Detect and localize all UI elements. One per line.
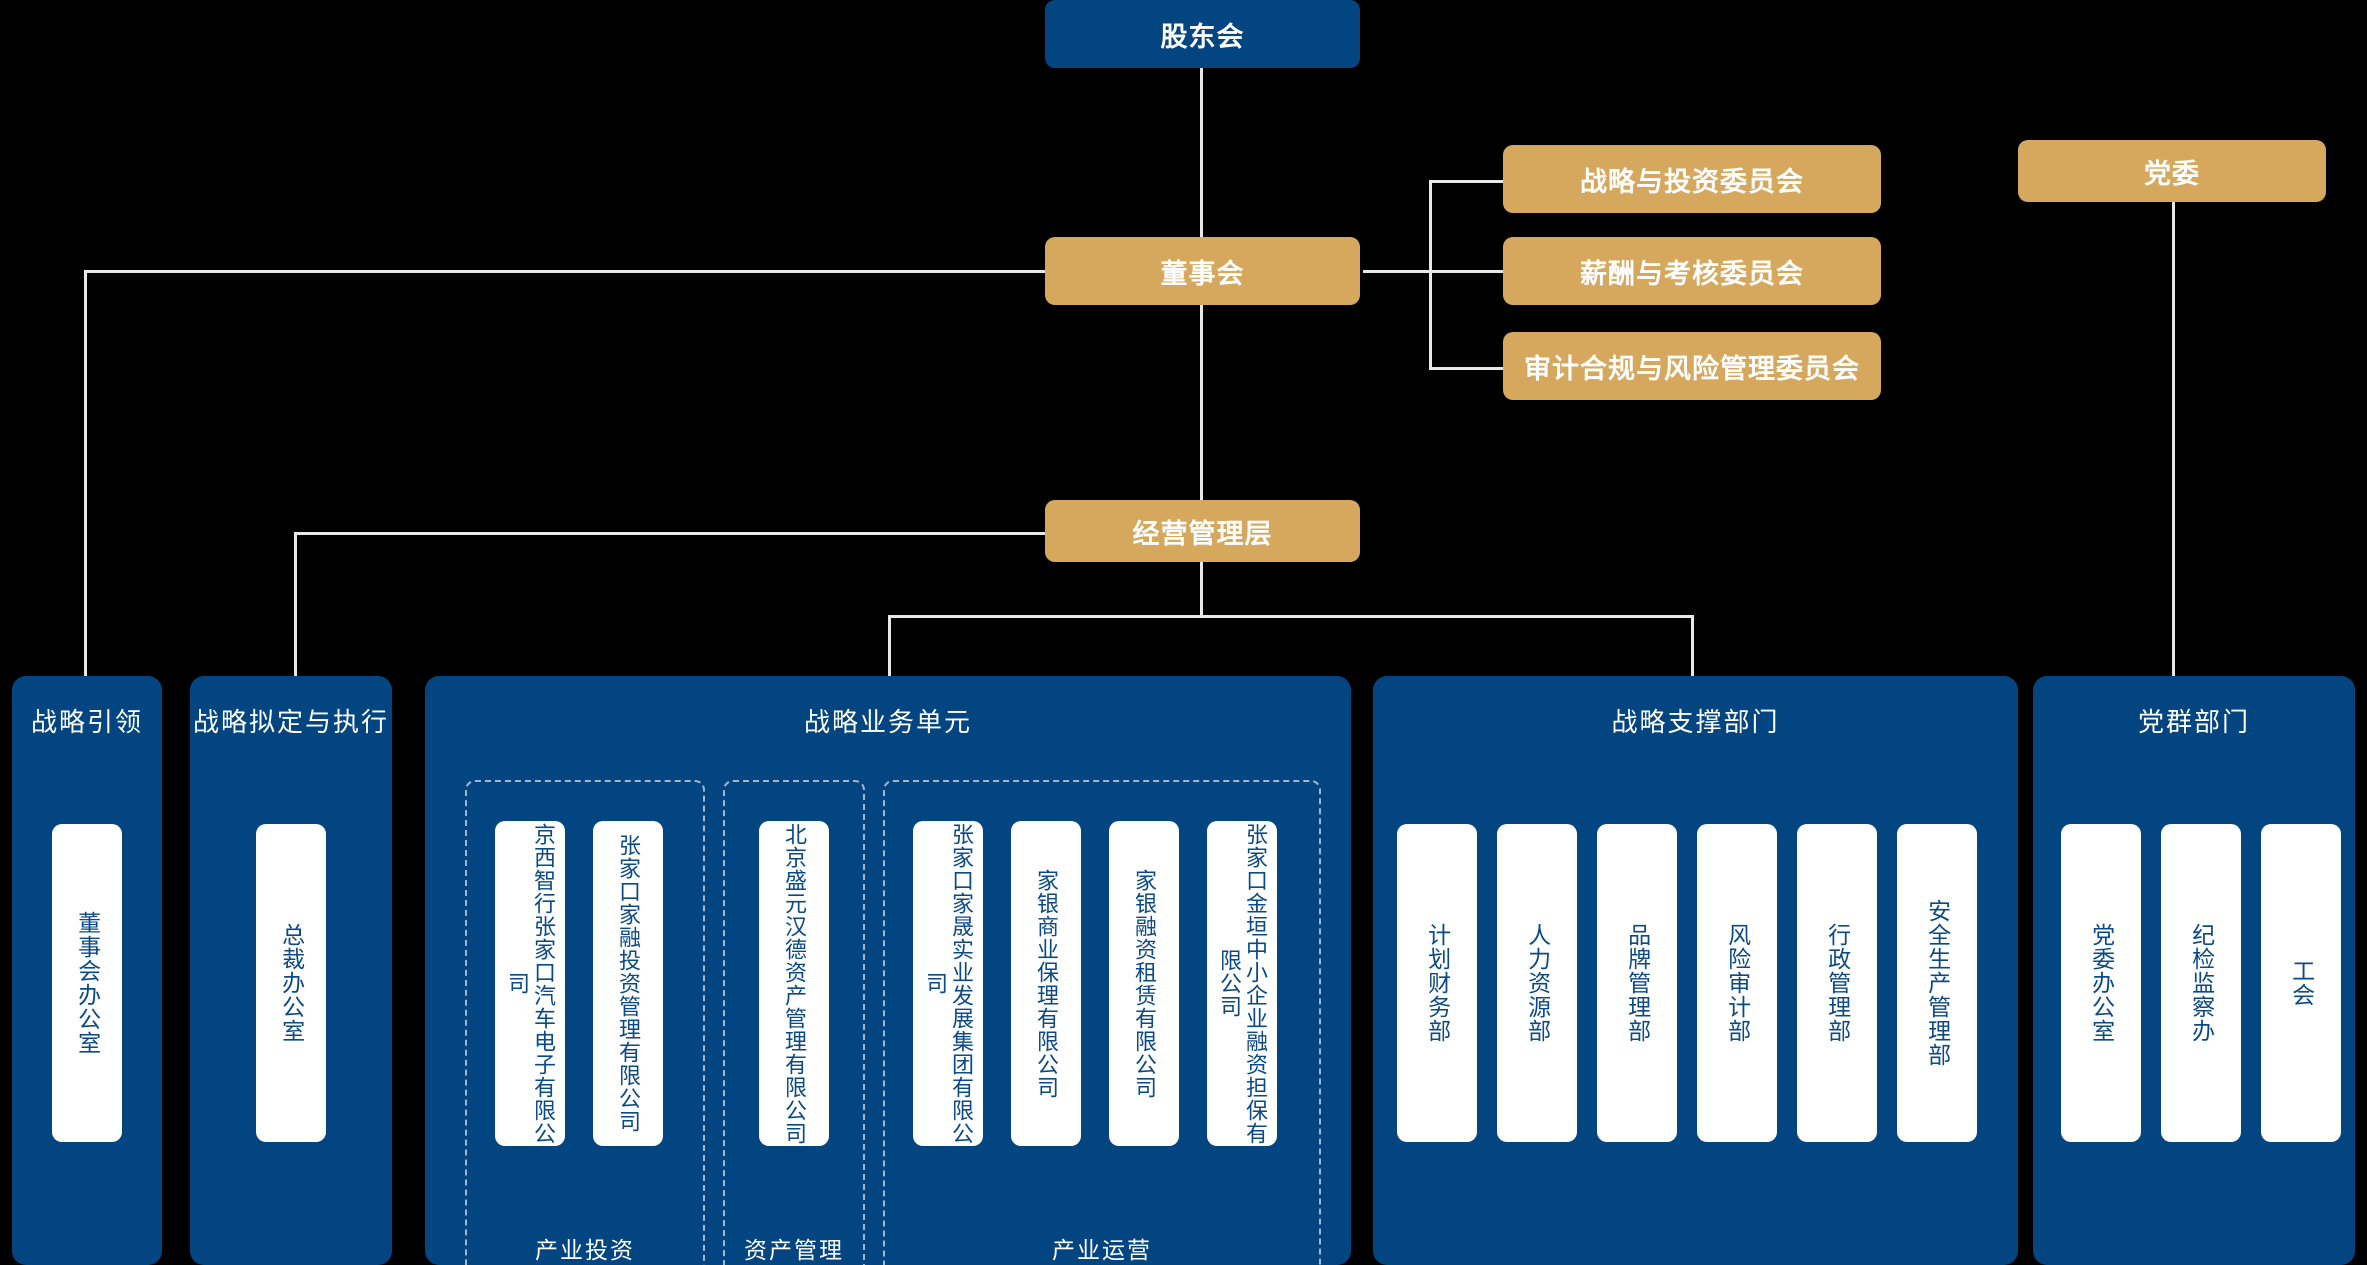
card-president-office[interactable]: 总裁办公室: [256, 824, 326, 1142]
card-admin-dept-label: 行政管理部: [1824, 923, 1851, 1043]
card-finance-dept-label: 计划财务部: [1424, 923, 1451, 1043]
connector-management-down: [1200, 560, 1203, 618]
connector-bus-left-drop: [888, 615, 891, 676]
card-jiayin-factoring[interactable]: 家银商业保理有限公司: [1011, 821, 1081, 1146]
node-board-label: 董事会: [1160, 258, 1245, 289]
panel-strategy-leadership[interactable]: 战略引领 董事会办公室: [12, 676, 162, 1265]
connector-committee-trunk: [1429, 180, 1432, 370]
node-shareholders-label: 股东会: [1160, 21, 1245, 52]
card-labor-union[interactable]: 工会: [2261, 824, 2341, 1142]
card-hr-dept[interactable]: 人力资源部: [1497, 824, 1577, 1142]
card-risk-audit-dept[interactable]: 风险审计部: [1697, 824, 1777, 1142]
card-jiayin-leasing-label: 家银融资租赁有限公司: [1131, 868, 1157, 1099]
group-industrial-investment-label: 产业投资: [535, 1237, 635, 1263]
card-board-office[interactable]: 董事会办公室: [52, 824, 122, 1142]
card-jiayin-factoring-label: 家银商业保理有限公司: [1033, 868, 1059, 1099]
connector-management-left-vertical: [294, 532, 297, 676]
card-hr-dept-label: 人力资源部: [1524, 923, 1551, 1043]
node-management-label: 经营管理层: [1132, 518, 1273, 549]
card-jiarong-investment[interactable]: 张家口家融投资管理有限公司: [593, 821, 663, 1146]
group-industrial-operation-label: 产业运营: [1052, 1237, 1152, 1263]
connector-board-left-vertical: [84, 270, 87, 676]
card-jinyuan-guarantee-label: 张家口金垣中小企业融资担保有限公司: [1217, 822, 1268, 1145]
connector-party-vertical: [2172, 200, 2175, 678]
panel-support-departments-title: 战略支撑部门: [1611, 707, 1780, 737]
card-jingxi-zhixing-label: 京西智行张家口汽车电子有限公司: [505, 822, 556, 1145]
connector-board-committee-stub: [1363, 270, 1503, 273]
node-committee-strategy-investment-label: 战略与投资委员会: [1580, 166, 1804, 197]
panel-party-departments-title: 党群部门: [2137, 707, 2250, 737]
card-safety-production-dept-label: 安全生产管理部: [1924, 899, 1951, 1067]
card-safety-production-dept[interactable]: 安全生产管理部: [1897, 824, 1977, 1142]
connector-board-left-horizontal: [84, 270, 1130, 273]
node-committee-compensation-assessment-label: 薪酬与考核委员会: [1580, 258, 1804, 289]
card-jiasheng-group-label: 张家口家晟实业发展集团有限公司: [923, 822, 974, 1145]
panel-strategy-planning-title: 战略拟定与执行: [192, 707, 389, 737]
panel-support-departments[interactable]: 战略支撑部门 计划财务部 人力资源部 品牌管理部 风险审计部 行政管理部 安全生…: [1373, 676, 2018, 1265]
node-management[interactable]: 经营管理层: [1045, 500, 1360, 562]
connector-board-management: [1200, 305, 1203, 501]
group-industrial-investment: 产业投资: [465, 780, 705, 1265]
card-labor-union-label: 工会: [2288, 959, 2315, 1007]
card-risk-audit-dept-label: 风险审计部: [1724, 923, 1751, 1043]
card-board-office-label: 董事会办公室: [74, 911, 101, 1055]
node-board[interactable]: 董事会: [1045, 237, 1360, 305]
panel-business-units-title: 战略业务单元: [803, 707, 972, 737]
connector-committee-stub-3: [1429, 367, 1503, 370]
panel-business-units[interactable]: 战略业务单元 产业投资 京西智行张家口汽车电子有限公司 张家口家融投资管理有限公…: [425, 676, 1351, 1265]
card-shengyuan-hande[interactable]: 北京盛元汉德资产管理有限公司: [759, 821, 829, 1146]
node-party-committee[interactable]: 党委: [2018, 140, 2326, 202]
node-committee-audit-risk-label: 审计合规与风险管理委员会: [1524, 353, 1860, 384]
card-jiayin-leasing[interactable]: 家银融资租赁有限公司: [1109, 821, 1179, 1146]
node-shareholders[interactable]: 股东会: [1045, 0, 1360, 68]
card-jiarong-investment-label: 张家口家融投资管理有限公司: [615, 834, 641, 1133]
card-discipline-inspection-label: 纪检监察办: [2188, 923, 2215, 1043]
node-committee-compensation-assessment[interactable]: 薪酬与考核委员会: [1503, 237, 1881, 305]
group-industrial-operation: 产业运营: [883, 780, 1321, 1265]
connector-management-left-horizontal: [294, 532, 1130, 535]
node-committee-audit-risk[interactable]: 审计合规与风险管理委员会: [1503, 332, 1881, 400]
node-committee-strategy-investment[interactable]: 战略与投资委员会: [1503, 145, 1881, 213]
card-party-office[interactable]: 党委办公室: [2061, 824, 2141, 1142]
card-brand-dept[interactable]: 品牌管理部: [1597, 824, 1677, 1142]
card-jiasheng-group[interactable]: 张家口家晟实业发展集团有限公司: [913, 821, 983, 1146]
panel-strategy-planning[interactable]: 战略拟定与执行 总裁办公室: [190, 676, 392, 1265]
connector-shareholders-board: [1200, 68, 1203, 248]
card-finance-dept[interactable]: 计划财务部: [1397, 824, 1477, 1142]
card-discipline-inspection[interactable]: 纪检监察办: [2161, 824, 2241, 1142]
connector-bus-right-drop: [1691, 615, 1694, 676]
card-president-office-label: 总裁办公室: [278, 923, 305, 1043]
group-asset-management: 资产管理: [723, 780, 865, 1265]
panel-strategy-leadership-title: 战略引领: [30, 707, 143, 737]
card-brand-dept-label: 品牌管理部: [1624, 923, 1651, 1043]
card-jinyuan-guarantee[interactable]: 张家口金垣中小企业融资担保有限公司: [1207, 821, 1277, 1146]
connector-management-bus: [888, 615, 1694, 618]
panel-party-departments[interactable]: 党群部门 党委办公室 纪检监察办 工会: [2033, 676, 2355, 1265]
connector-committee-stub-1: [1429, 180, 1503, 183]
node-party-committee-label: 党委: [2144, 158, 2200, 189]
card-jingxi-zhixing[interactable]: 京西智行张家口汽车电子有限公司: [495, 821, 565, 1146]
card-shengyuan-hande-label: 北京盛元汉德资产管理有限公司: [781, 822, 807, 1145]
card-admin-dept[interactable]: 行政管理部: [1797, 824, 1877, 1142]
card-party-office-label: 党委办公室: [2088, 923, 2115, 1043]
group-asset-management-label: 资产管理: [744, 1237, 844, 1263]
